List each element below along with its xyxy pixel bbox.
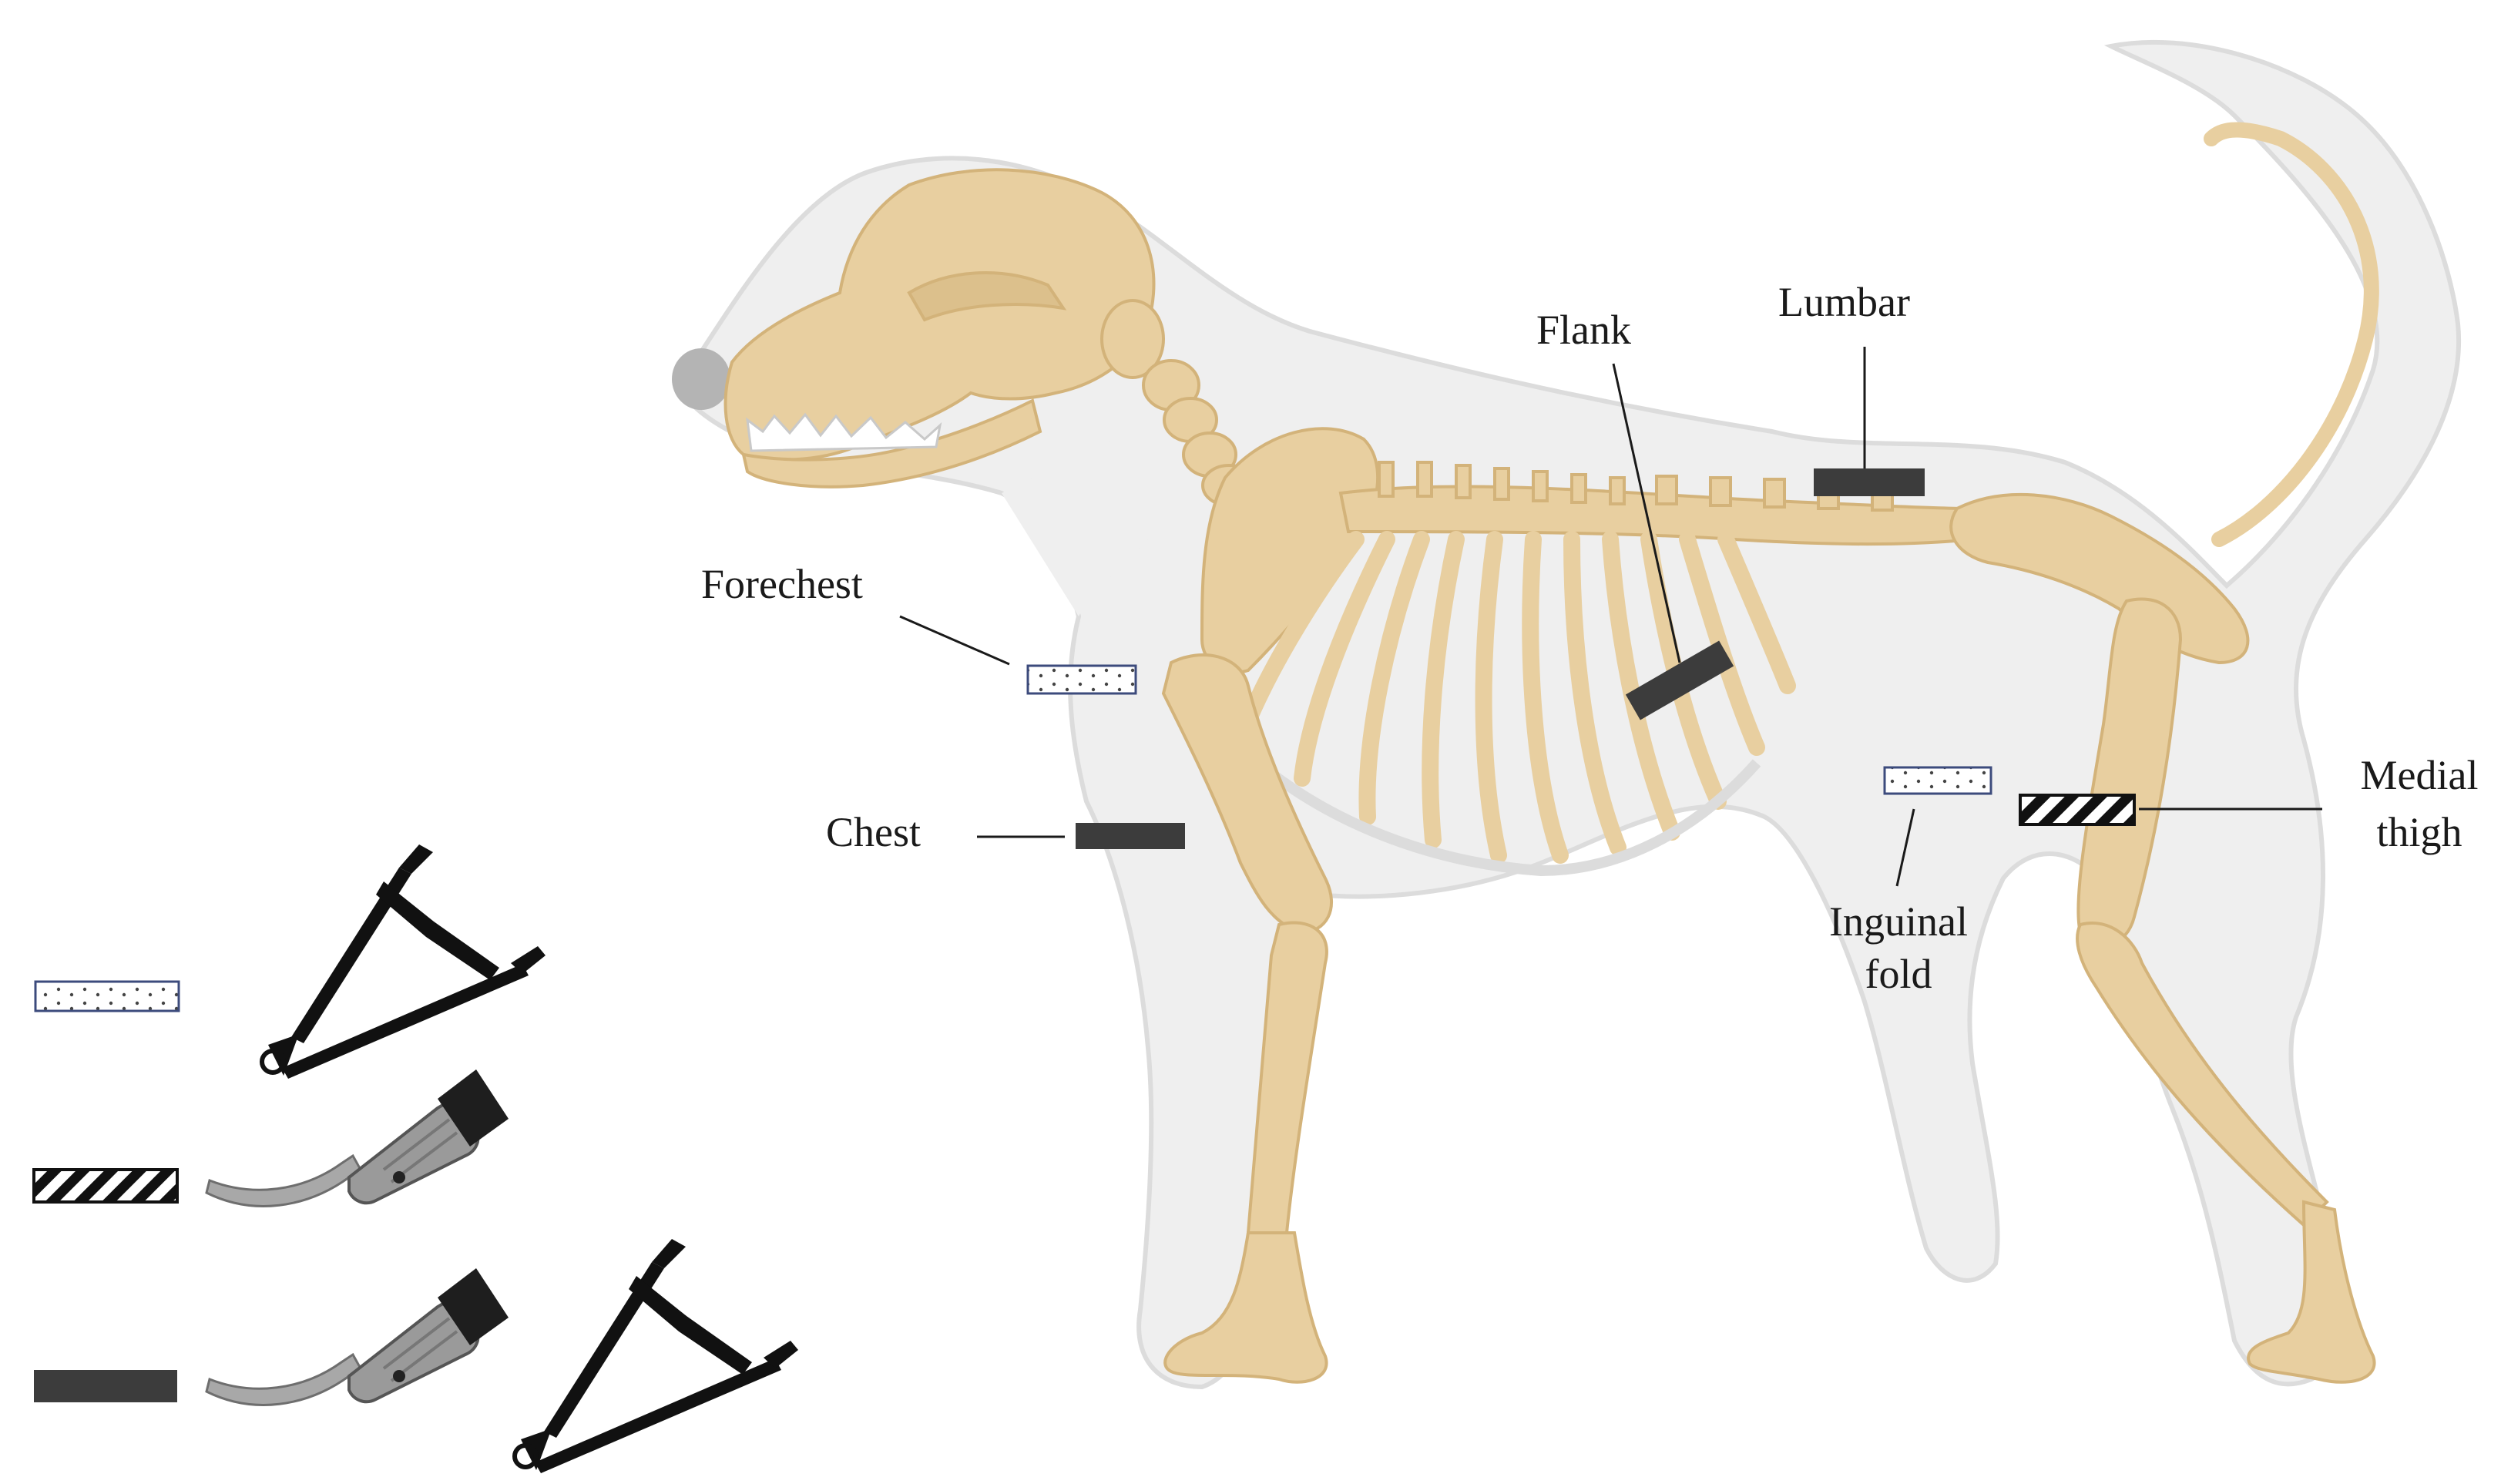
flank-leader (1612, 363, 1681, 663)
sternum (1229, 736, 1761, 877)
leader-lines (899, 347, 2322, 887)
medial-thigh-label-line2: thigh (2376, 809, 2462, 855)
tail-bones (2204, 122, 2379, 547)
medial-thigh-marker (2019, 794, 2136, 826)
legend-striped-marker (32, 1168, 179, 1204)
dog-silhouette (672, 39, 2462, 1390)
forechest-leader (899, 615, 1010, 666)
rear-paw (2247, 1200, 2376, 1384)
legend-row-dotted (34, 844, 546, 1079)
site-labels: Forechest Chest Flank Lumbar Inguinal fo… (701, 279, 2478, 997)
inguinal-fold-label-line2: fold (1865, 951, 1932, 997)
front-paw (1163, 1231, 1328, 1384)
caliper-icon (262, 844, 546, 1079)
lumbar-marker (1814, 468, 1925, 496)
legend-row-solid (34, 1239, 798, 1473)
forechest-marker (1026, 664, 1137, 695)
flank-marker (1625, 640, 1734, 720)
dog-body-outline (675, 39, 2462, 1390)
zygomatic-arch (907, 270, 1067, 322)
inguinal-fold-marker (1883, 766, 1992, 795)
chest-marker (1076, 823, 1185, 849)
forechest-label: Forechest (701, 561, 863, 607)
dog-skeleton (723, 122, 2379, 1384)
dog-neck-fill (1002, 401, 1202, 616)
inguinal-fold-label-line1: Inguinal (1829, 898, 1968, 945)
rib-cage (1232, 531, 1796, 864)
chest-label: Chest (826, 809, 921, 855)
legend-row-striped (32, 1068, 510, 1208)
humerus (1161, 653, 1334, 935)
teeth (746, 412, 942, 452)
legend-dotted-marker (34, 980, 180, 1012)
inguinal-fold-leader (1895, 808, 1915, 887)
lumbar-label: Lumbar (1778, 279, 1910, 325)
medial-thigh-label-line1: Medial (2361, 752, 2479, 798)
caliper-icon (515, 1239, 798, 1473)
measurement-markers (1026, 468, 2136, 849)
nose-icon (672, 348, 730, 410)
ultrasound-probe-icon (205, 1068, 510, 1208)
radius-ulna (1246, 921, 1328, 1234)
mandible (741, 398, 1042, 489)
flank-label: Flank (1536, 307, 1631, 353)
legend (32, 844, 798, 1473)
ultrasound-probe-icon (205, 1267, 510, 1407)
legend-solid-marker (34, 1370, 177, 1402)
